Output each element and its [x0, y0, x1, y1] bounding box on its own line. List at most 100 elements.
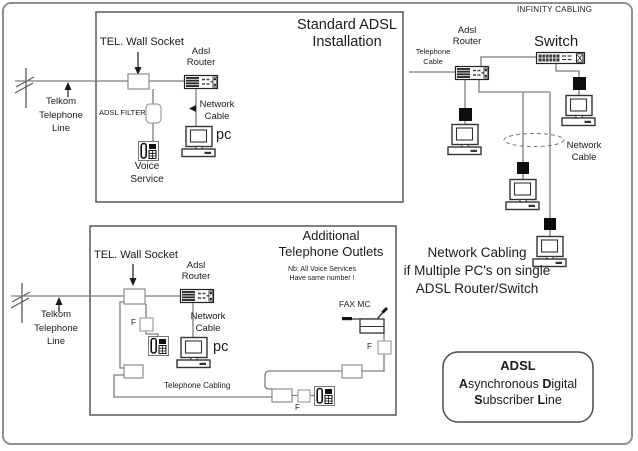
adsl-text-2: igital	[551, 377, 578, 391]
router-label-line1: Adsl	[191, 46, 211, 57]
connector-square-icon	[517, 162, 529, 174]
additional-title-line2: Telephone Outlets	[278, 244, 384, 259]
router-to-switch-wire	[480, 56, 536, 66]
network-note-line1: Network Cabling	[427, 245, 527, 260]
f-filter-box	[297, 389, 311, 403]
telkom-pointer-arrowhead-icon	[64, 82, 72, 90]
fax-link-wire	[362, 333, 385, 372]
adsl-bold-d: D	[542, 377, 552, 391]
standard-title-line2: Installation	[312, 34, 382, 50]
network-note-line2: if Multiple PC's on single	[403, 263, 551, 278]
additional-title: Additional Telephone Outlets	[251, 228, 411, 260]
network-cabling-note: Network Cabling if Multiple PC's on sing…	[387, 244, 567, 298]
telkom-label-line1: Telkom	[40, 309, 72, 320]
standard-title-line1: Standard ADSL	[297, 17, 397, 33]
adsl-text-4: ine	[545, 393, 562, 407]
wall-socket-pointer-arrowhead-icon	[129, 278, 137, 286]
switch-to-pc-wire	[555, 64, 580, 95]
telephone-cabling-label: Telephone Cabling	[164, 381, 231, 390]
cable-bundle-loop-icon	[503, 133, 565, 147]
standard-router-label: Adsl Router	[171, 46, 231, 68]
adsl-expansion-line2: Subscriber Line	[443, 392, 593, 408]
wall-socket-pointer-arrowhead-icon	[134, 67, 142, 75]
adsl-definition-frame	[442, 351, 594, 423]
cable-label-line2: Cable	[204, 110, 230, 122]
adsl-bold-s: S	[474, 393, 483, 407]
filter-f-label: F	[295, 403, 300, 412]
adsl-filter-box	[145, 103, 162, 124]
standard-network-cable-label: Network Cable	[197, 99, 237, 122]
additional-network-cable-label: Network Cable	[188, 311, 228, 334]
filter-phone-wire	[145, 304, 159, 336]
voice-phone-icon	[137, 140, 160, 162]
standard-wall-socket-label: TEL. Wall Socket	[100, 36, 184, 48]
telcable-label-line1: Telephone	[415, 47, 451, 56]
adsl-bold-a: A	[458, 377, 468, 391]
infinity-router-label: Adsl Router	[442, 25, 492, 47]
standard-telkom-label: Telkom Telephone Line	[31, 95, 91, 136]
additional-wall-socket-label: TEL. Wall Socket	[94, 249, 178, 261]
pc-icon	[176, 336, 211, 369]
router-branch-wire	[478, 80, 550, 179]
wall-socket-box	[127, 73, 150, 90]
pole-slashes-icon	[10, 291, 31, 309]
telkom-label-line3: Line	[47, 336, 65, 347]
adsl-router-icon	[179, 288, 215, 304]
filter-f-label: F	[367, 342, 372, 351]
cable-label-line1: Network	[199, 99, 235, 110]
adsl-title: ADSL	[500, 358, 536, 373]
voice-label-line2: Service	[130, 173, 164, 185]
standard-installation-frame	[95, 11, 404, 203]
adsl-router-icon	[454, 65, 490, 81]
wall-outlet-box	[341, 364, 363, 379]
wall-outlet-box	[271, 388, 293, 403]
f-filter-box	[377, 340, 392, 355]
router-label-line2: Router	[452, 36, 482, 47]
router-label-line1: Adsl	[457, 25, 477, 36]
adsl-bold-l: L	[537, 393, 546, 407]
fax-mc-label: FAX MC	[339, 299, 371, 309]
note-line2: Have same number !	[289, 275, 355, 282]
telcable-label-line2: Cable	[423, 56, 443, 66]
cable-label-line1: Network	[190, 311, 226, 322]
telkom-label-line1: Telkom	[45, 96, 77, 107]
pc-icon	[561, 94, 596, 127]
telkom-label-line3: Line	[52, 123, 70, 134]
telephone-cable-label: Telephone Cable	[407, 47, 459, 66]
voice-phone-icon	[147, 335, 170, 357]
connector-square-icon	[544, 218, 556, 230]
voice-services-note: Nb: All Voice Services Have same number …	[257, 265, 387, 283]
cable-label-line2: Cable	[195, 322, 221, 334]
router-label-line2: Router	[181, 271, 211, 282]
pc-icon	[505, 178, 540, 211]
standard-pc-label: pc	[216, 127, 232, 143]
cable-label-line1: Network	[566, 140, 602, 151]
connector-square-icon	[459, 108, 472, 121]
infinity-network-cable-label: Network Cable	[556, 140, 612, 163]
additional-telkom-label: Telkom Telephone Line	[26, 308, 86, 349]
network-cable-arrowhead-icon	[189, 105, 196, 112]
network-note-line3: ADSL Router/Switch	[415, 281, 539, 296]
filter-f-label: F	[131, 318, 136, 327]
additional-title-line1: Additional	[302, 228, 360, 243]
additional-router-label: Adsl Router	[166, 260, 226, 282]
switch-icon	[535, 51, 586, 65]
adsl-router-icon	[183, 74, 219, 90]
voice-service-label: Voice Service	[122, 161, 172, 186]
outlet-link-wire	[264, 370, 342, 390]
additional-pc-label: pc	[213, 339, 229, 355]
page-border	[2, 2, 633, 445]
adsl-filter-label: ADSL FILTER	[99, 108, 146, 117]
note-line1: Nb: All Voice Services	[287, 266, 357, 273]
additional-outlets-frame	[89, 225, 397, 416]
voice-label-line1: Voice	[134, 161, 160, 172]
telkom-label-line2: Telephone	[39, 109, 83, 121]
f-filter-box	[139, 317, 154, 332]
wall-outlet-box	[123, 364, 144, 379]
infinity-cabling-label: INFINITY CABLING	[517, 5, 593, 14]
telkom-pointer-arrowhead-icon	[55, 297, 63, 305]
cable-label-line2: Cable	[571, 151, 597, 163]
router-label-line1: Adsl	[186, 260, 206, 271]
